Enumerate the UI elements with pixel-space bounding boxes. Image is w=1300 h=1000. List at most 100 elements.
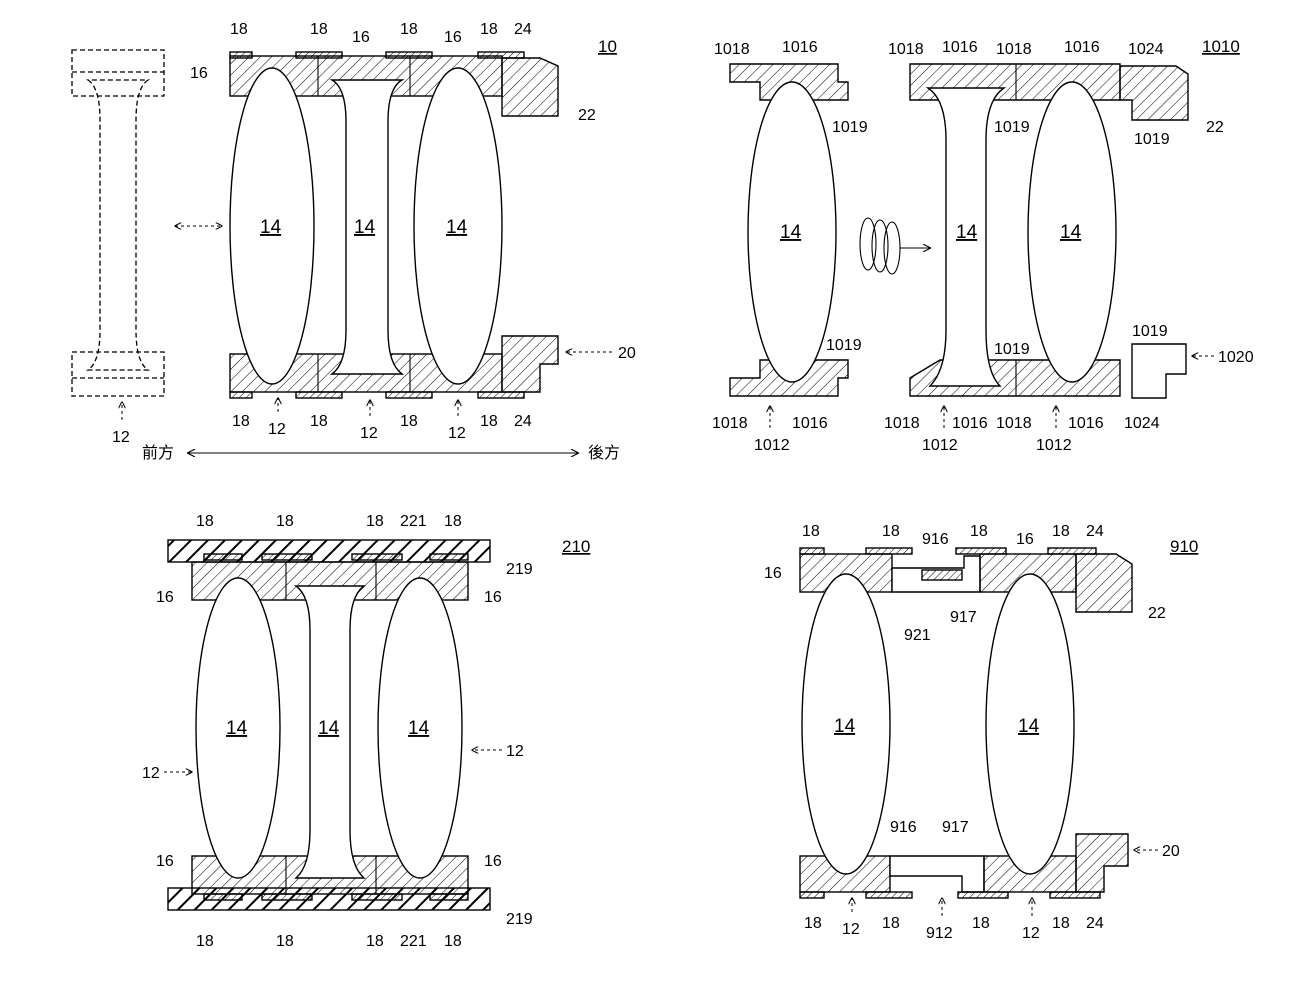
ref-label: 12 (112, 429, 130, 446)
ref-label: 12 (142, 765, 160, 782)
lens-label: 14 (1060, 222, 1082, 243)
ref-label: 12 (506, 743, 524, 760)
ref-label: 1016 (782, 39, 818, 56)
lens-label: 14 (780, 222, 802, 243)
ref-label: 1012 (922, 437, 958, 454)
ref-label: 18 (480, 413, 498, 430)
ref-label: 12 (268, 421, 286, 438)
lens-rear (985, 573, 1075, 875)
ref-label: 16 (156, 589, 174, 606)
lens-label: 14 (226, 718, 248, 739)
lens-rear (377, 577, 463, 879)
ref-label: 16 (156, 853, 174, 870)
ref-label: 1019 (826, 337, 862, 354)
lens-label: 14 (260, 217, 282, 238)
ref-label: 16 (764, 565, 782, 582)
ref-label: 1019 (994, 119, 1030, 136)
lens-middle (329, 79, 405, 375)
ref-label: 18 (480, 21, 498, 38)
ref-label: 1019 (1132, 323, 1168, 340)
ref-label: 1024 (1128, 41, 1164, 58)
lens-rear-right (1027, 81, 1117, 383)
ref-label: 16 (484, 589, 502, 606)
lens-front (229, 67, 315, 385)
ref-label: 18 (366, 513, 384, 530)
ref-label: 16 (444, 29, 462, 46)
ref-label: 1012 (754, 437, 790, 454)
ref-label: 1018 (712, 415, 748, 432)
ref-label: 18 (276, 513, 294, 530)
ref-label: 1020 (1218, 349, 1254, 366)
lens-middle-right (925, 87, 1007, 387)
detached-lens-unit (71, 49, 165, 397)
ref-label: 24 (1086, 523, 1104, 540)
figure-10: 10 14 14 (71, 21, 636, 462)
ref-label: 221 (400, 513, 427, 530)
ref-label: 18 (804, 915, 822, 932)
lens-label: 14 (408, 718, 430, 739)
ref-label: 18 (882, 523, 900, 540)
ref-label: 18 (1052, 915, 1070, 932)
rotation-arrow (859, 217, 930, 275)
ref-label: 18 (444, 513, 462, 530)
ref-label: 18 (970, 523, 988, 540)
ref-label: 12 (842, 921, 860, 938)
mount-20 (501, 335, 559, 393)
ref-label: 219 (506, 911, 533, 928)
ref-label: 1019 (1134, 131, 1170, 148)
ref-label: 1016 (1064, 39, 1100, 56)
lens-rear (413, 67, 503, 385)
lens-label: 14 (446, 217, 468, 238)
ref-label: 1016 (942, 39, 978, 56)
lens-left (747, 81, 837, 383)
ref-label: 22 (1206, 119, 1224, 136)
figure-1010: 1010 14 14 14 1018 1016 1018 1016 1018 1… (712, 37, 1254, 454)
rear-label: 後方 (588, 443, 620, 462)
ref-label: 16 (352, 29, 370, 46)
ref-label: 24 (1086, 915, 1104, 932)
figure-number-1010: 1010 (1202, 37, 1240, 56)
ref-label: 18 (400, 413, 418, 430)
lens-label: 14 (354, 217, 376, 238)
lens-front (195, 577, 281, 879)
ref-label: 18 (310, 413, 328, 430)
part-917-bottom (889, 855, 985, 893)
ref-label: 1018 (888, 41, 924, 58)
ref-label: 917 (942, 819, 969, 836)
figure-number-910: 910 (1170, 537, 1198, 556)
lens-label: 14 (834, 716, 856, 737)
lens-middle (293, 585, 367, 879)
ref-label: 219 (506, 561, 533, 578)
ref-label: 1016 (792, 415, 828, 432)
mount-22 (1075, 553, 1133, 613)
ref-label: 1012 (1036, 437, 1072, 454)
ref-label: 12 (1022, 925, 1040, 942)
ref-label: 12 (448, 425, 466, 442)
part-921 (921, 569, 963, 581)
ref-label: 18 (972, 915, 990, 932)
figure-210: 210 14 14 14 18 18 18 221 18 219 16 16 1… (142, 513, 590, 950)
ref-label: 20 (618, 345, 636, 362)
mount-22 (1119, 65, 1189, 121)
ref-label: 18 (1052, 523, 1070, 540)
ref-label: 221 (400, 933, 427, 950)
ref-label: 18 (882, 915, 900, 932)
ref-label: 24 (514, 413, 532, 430)
ref-label: 18 (310, 21, 328, 38)
ref-label: 1019 (994, 341, 1030, 358)
mount-1020 (1131, 343, 1187, 399)
lens-label: 14 (318, 718, 340, 739)
ref-label: 1019 (832, 119, 868, 136)
ref-label: 18 (400, 21, 418, 38)
ref-label: 18 (196, 933, 214, 950)
lens-front (801, 573, 891, 875)
ref-label: 1018 (996, 415, 1032, 432)
mount-20 (1075, 833, 1129, 893)
ref-label: 22 (1148, 605, 1166, 622)
ref-label: 1018 (996, 41, 1032, 58)
ref-label: 16 (190, 65, 208, 82)
ref-label: 921 (904, 627, 931, 644)
figure-910: 910 14 14 18 18 916 18 16 18 24 16 22 92… (764, 523, 1198, 942)
ref-label: 18 (232, 413, 250, 430)
